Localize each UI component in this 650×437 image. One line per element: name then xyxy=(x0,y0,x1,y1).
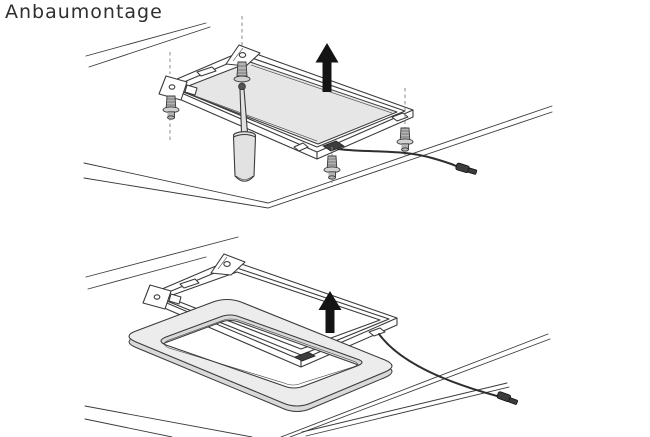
frame-tab xyxy=(368,327,386,337)
screw-being-driven xyxy=(233,61,251,83)
screw xyxy=(162,95,180,120)
mounted-frame xyxy=(147,259,398,368)
bracket-hole xyxy=(238,52,247,58)
connection-socket xyxy=(322,140,345,152)
cover-frame xyxy=(128,298,393,412)
power-cable xyxy=(378,333,498,397)
frame-slot xyxy=(179,278,200,289)
bracket-hole xyxy=(223,261,231,267)
screw xyxy=(396,127,414,152)
mounting-frame xyxy=(162,49,414,160)
up-arrow-icon xyxy=(315,43,339,92)
bracket-hole xyxy=(168,84,176,90)
frame-tab xyxy=(391,112,409,122)
connection-socket xyxy=(294,351,316,362)
corner-bracket-top xyxy=(210,253,246,276)
screw xyxy=(323,155,341,180)
bracket-hole xyxy=(153,294,161,300)
page-title: Anbaumontage xyxy=(5,1,163,23)
step-1-figure xyxy=(83,16,553,209)
panel-surface xyxy=(177,61,398,145)
power-cable xyxy=(337,148,457,167)
up-arrow-icon xyxy=(318,291,342,333)
corner-bracket-top xyxy=(225,44,261,67)
frame-tab xyxy=(293,142,309,152)
screwdriver xyxy=(232,82,257,182)
plug-connector xyxy=(455,162,478,175)
ceiling-lines xyxy=(83,22,553,209)
ceiling-lines xyxy=(84,236,551,437)
step-2-figure xyxy=(84,236,551,437)
frame-slot xyxy=(196,66,217,77)
corner-bracket-left xyxy=(142,284,182,310)
plug-connector xyxy=(496,391,519,405)
